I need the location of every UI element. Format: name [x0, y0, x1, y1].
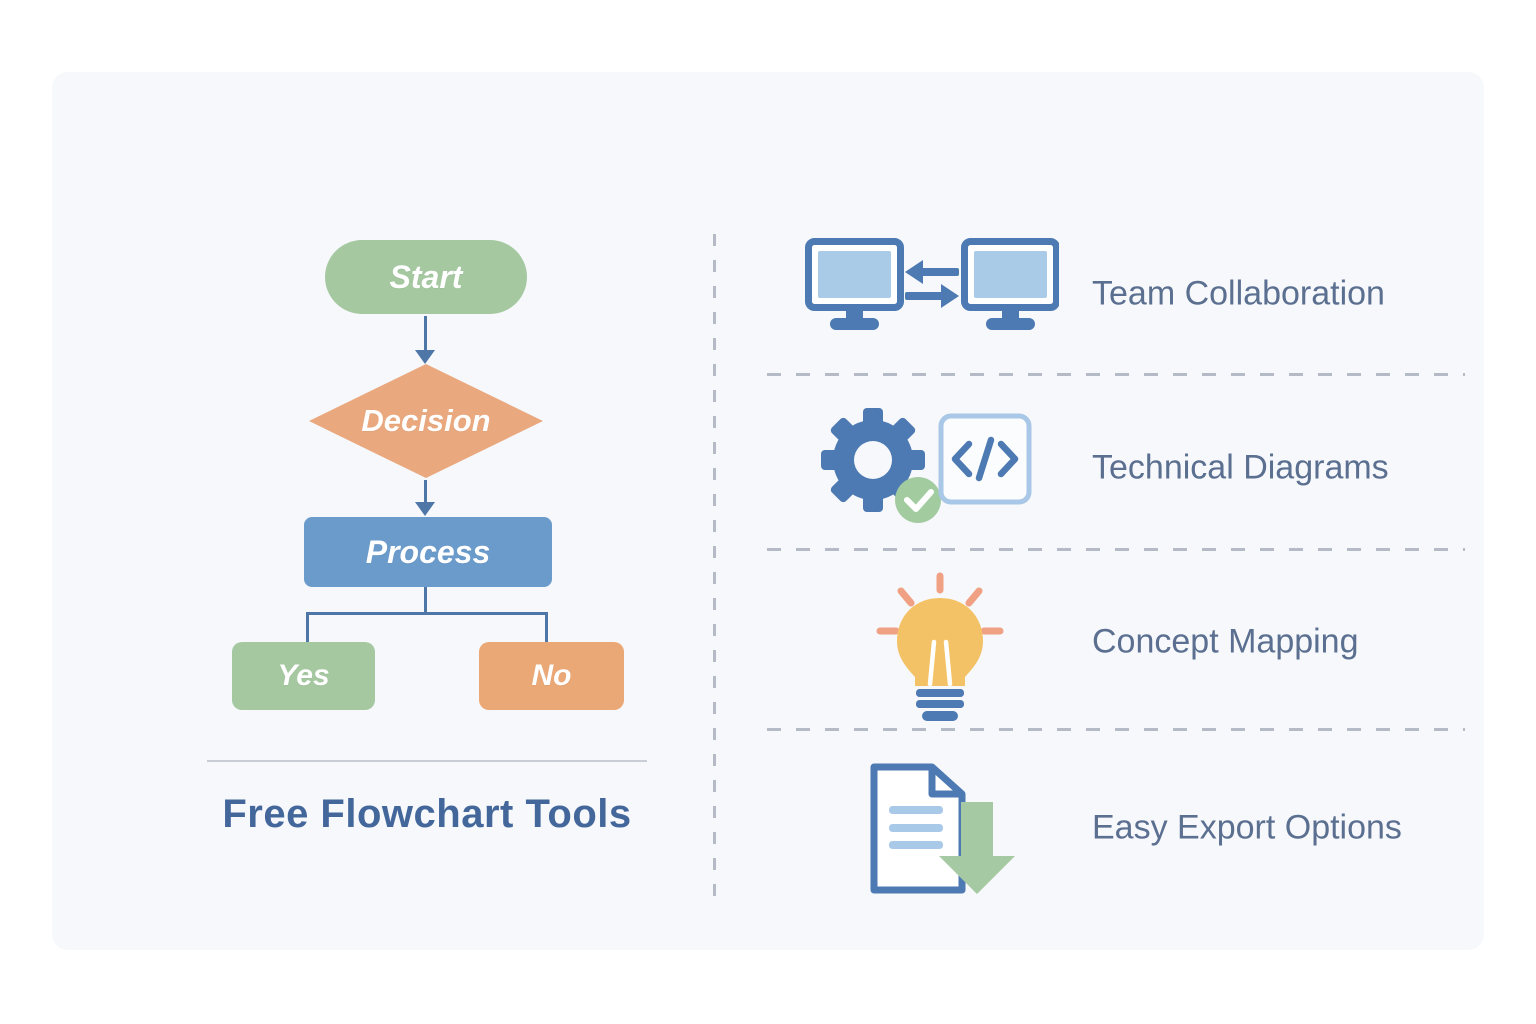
flowchart-no-node: No: [479, 642, 624, 710]
arrowhead-down-icon: [415, 502, 435, 516]
dual-monitors-sync-icon: [805, 238, 1059, 330]
document-text-lines: [889, 806, 943, 849]
feature-label-concept-mapping: Concept Mapping: [1092, 622, 1359, 661]
branch-no-line: [545, 612, 548, 642]
download-arrow: [939, 802, 1015, 894]
document-download-icon: [870, 763, 1015, 894]
branch-yes-line: [306, 612, 309, 642]
lightbulb-icon: [876, 572, 1004, 721]
feature-label-technical-diagrams: Technical Diagrams: [1092, 448, 1389, 487]
yes-node-label: Yes: [277, 659, 330, 692]
flowchart-process-node: Process: [304, 517, 552, 587]
feature-divider-1: [767, 373, 1465, 376]
bulb-glass: [897, 598, 983, 686]
flowchart-title-divider: [207, 760, 647, 762]
branch-stem-line: [424, 587, 427, 614]
left-monitor: [805, 238, 904, 330]
start-node-label: Start: [389, 258, 463, 295]
document-fold-corner: [928, 767, 962, 798]
flowchart-title: Free Flowchart Tools: [222, 792, 632, 836]
feature-divider-2: [767, 548, 1465, 551]
content-panel: Start Decision Process Yes No: [52, 72, 1484, 950]
gear-hole: [854, 441, 892, 479]
flowchart-decision-node: Decision: [309, 364, 543, 478]
vertical-dashed-separator: [713, 234, 716, 906]
filament: [927, 639, 953, 687]
decision-node-label: Decision: [361, 403, 491, 438]
connector-decision-process: [424, 480, 427, 504]
flowchart-start-node: Start: [325, 240, 527, 314]
sync-arrows: [905, 260, 959, 308]
feature-label-easy-export-options: Easy Export Options: [1092, 808, 1402, 847]
feature-divider-3: [767, 728, 1465, 731]
connector-start-decision: [424, 316, 427, 352]
flowchart-yes-node: Yes: [232, 642, 375, 710]
check-badge: [895, 477, 941, 523]
bulb-base: [916, 689, 964, 721]
gear-code-icon: [821, 408, 1032, 523]
branch-horizontal-line: [306, 612, 548, 615]
no-node-label: No: [531, 659, 572, 692]
arrowhead-down-icon: [415, 350, 435, 364]
right-monitor: [961, 238, 1059, 330]
feature-label-team-collaboration: Team Collaboration: [1092, 274, 1385, 313]
process-node-label: Process: [365, 533, 491, 570]
code-panel: [938, 413, 1032, 505]
light-rays: [876, 572, 1004, 635]
